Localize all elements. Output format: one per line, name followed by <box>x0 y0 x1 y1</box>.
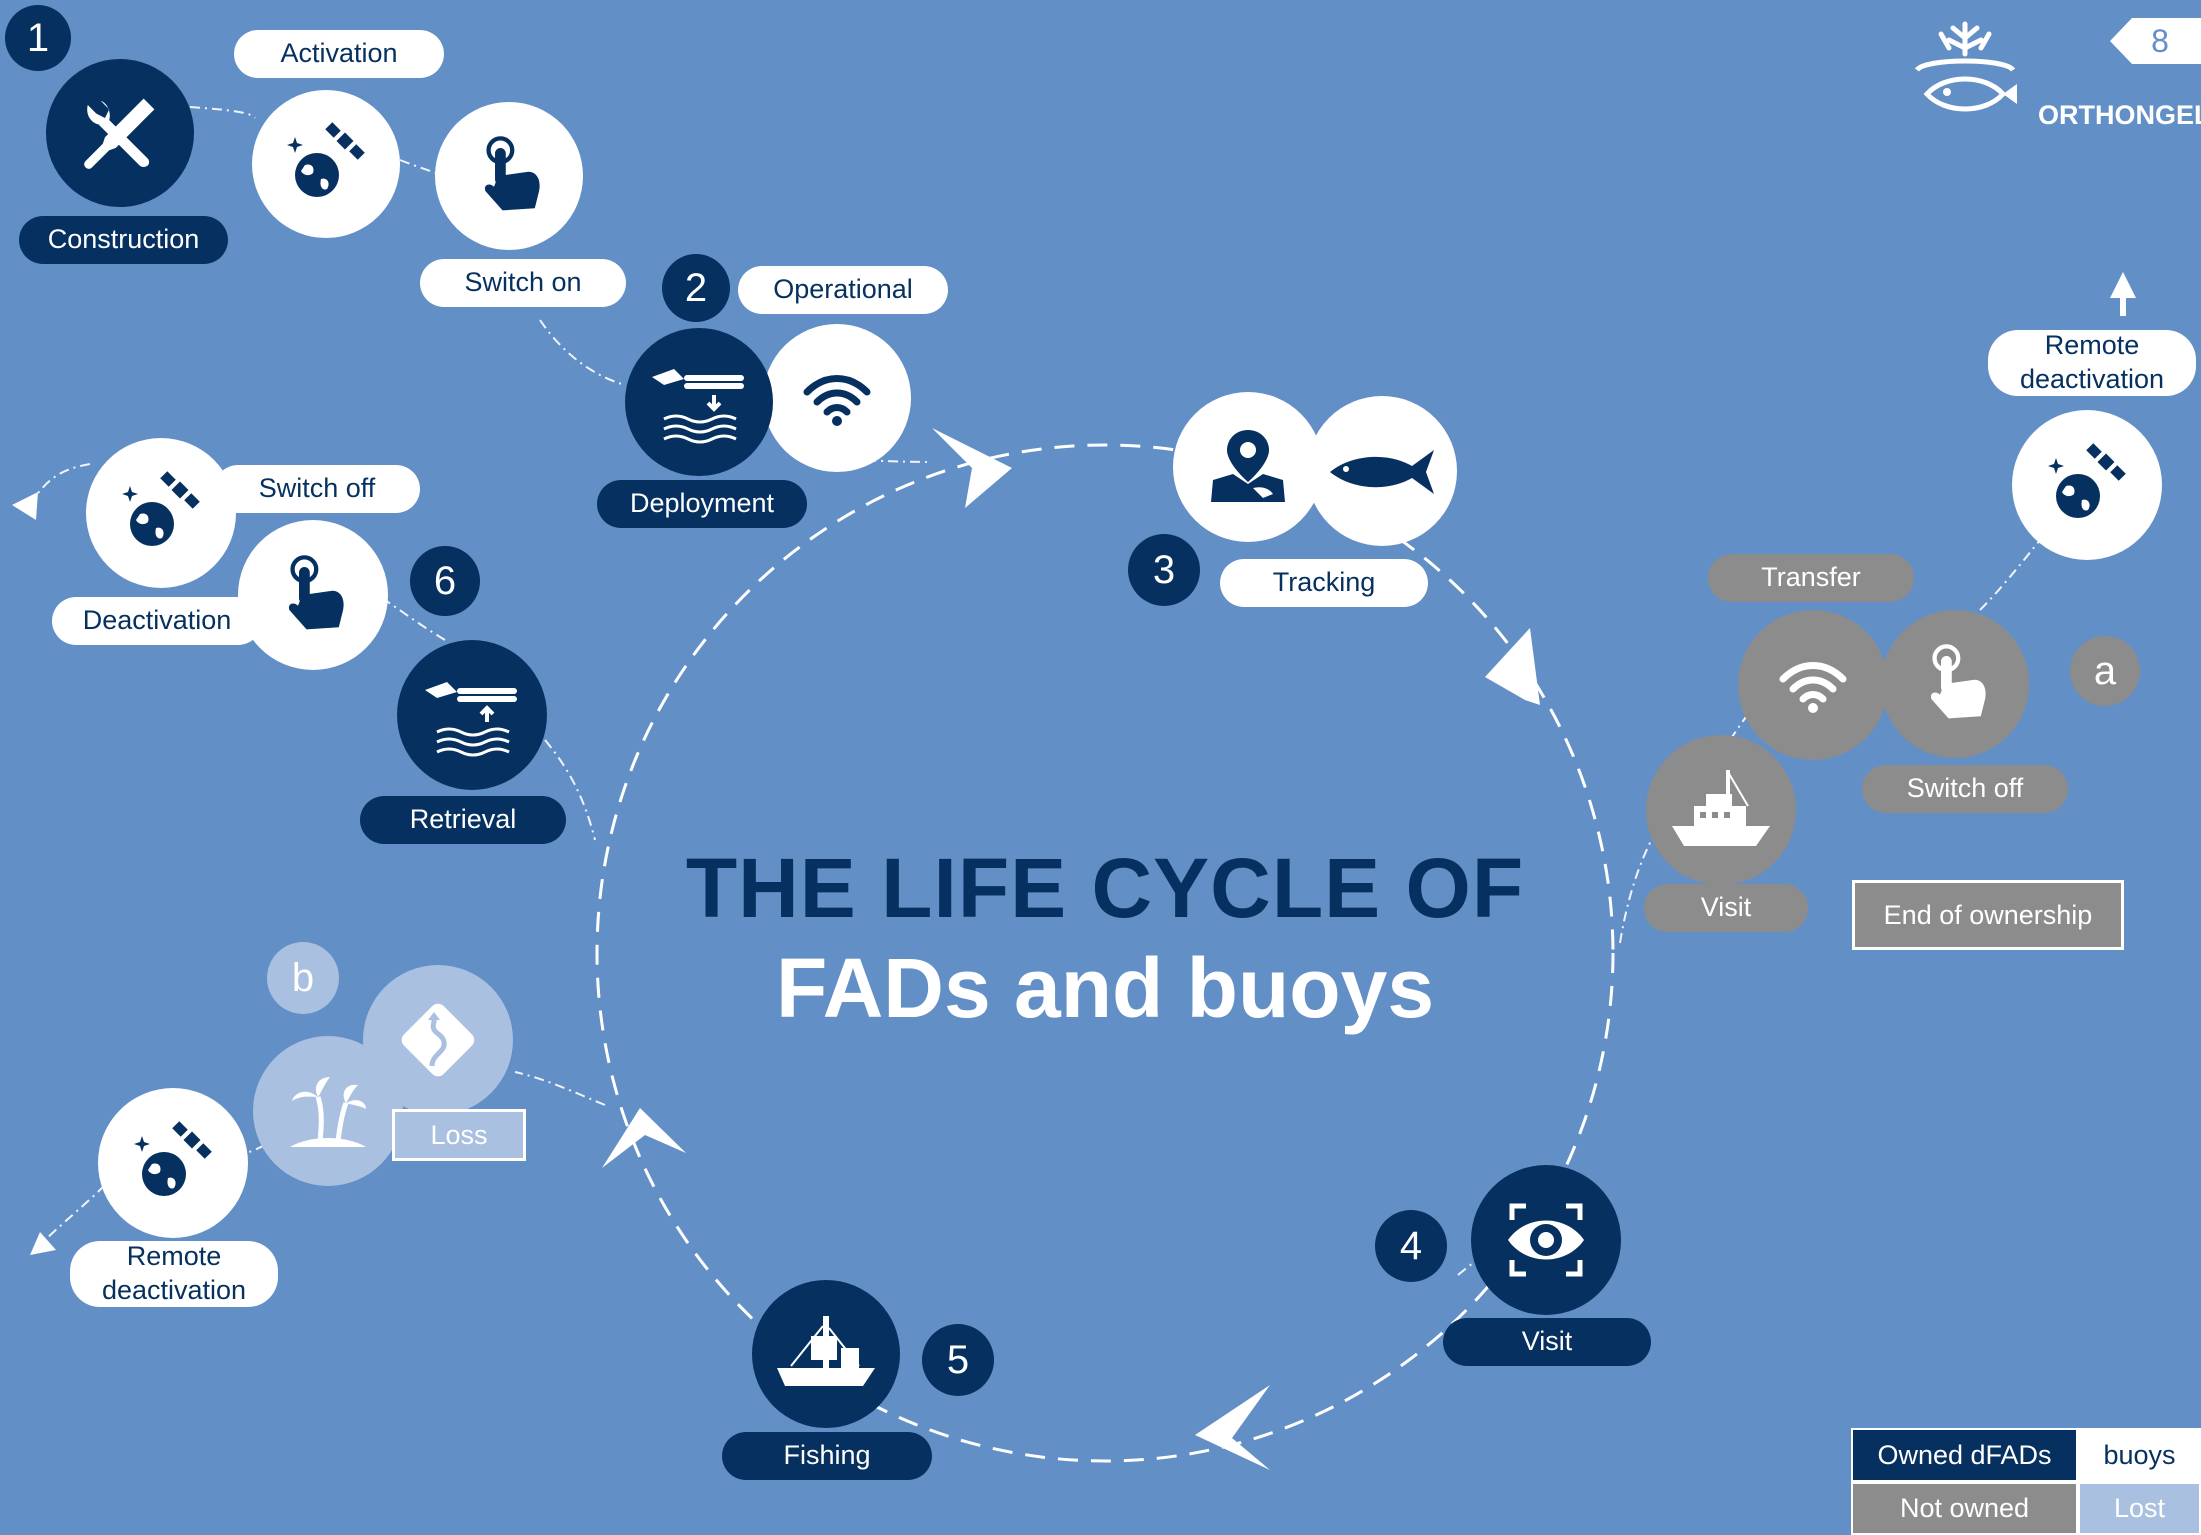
exit-arrow-down-left <box>30 1232 56 1255</box>
legend-buoys: buoys <box>2078 1428 2201 1482</box>
visit-4-label: Visit <box>1443 1318 1651 1366</box>
connector-switch-off-remote <box>1979 539 2041 611</box>
satellite-earth-icon-remote-b <box>98 1088 248 1238</box>
loss-label: Loss <box>392 1109 526 1161</box>
legend-not-owned: Not owned <box>1851 1482 2078 1535</box>
exit-arrow-left <box>12 492 38 520</box>
operational-label: Operational <box>738 266 948 314</box>
remote-deactivation-a-label: Remote deactivation <box>1988 330 2196 396</box>
exit-arrow-up-stem <box>2120 296 2126 316</box>
chevron-arrow-right <box>1485 628 1540 705</box>
connector-switch-on-deployment <box>539 319 626 386</box>
logo-text: ORTHONGEL <box>2038 100 2201 130</box>
construction-label: Construction <box>19 216 228 264</box>
step-3-number: 3 <box>1128 534 1200 606</box>
wifi-icon-transfer <box>1738 610 1888 760</box>
wifi-icon <box>763 324 911 472</box>
satellite-earth-icon <box>252 90 400 238</box>
legend-owned: Owned dFADs <box>1851 1428 2078 1482</box>
title-line-2: FADs and buoys <box>775 941 1435 1035</box>
fad-retrieval-icon <box>397 640 547 790</box>
hand-touch-icon-switch-off <box>1881 610 2029 758</box>
page-badge-number: 8 <box>2151 22 2169 59</box>
life-cycle-ring <box>595 443 1615 1463</box>
step-6-number: 6 <box>410 546 480 616</box>
connector-activation-switch-on <box>399 159 441 176</box>
step-5-number: 5 <box>922 1324 994 1396</box>
fad-deployment-icon <box>625 328 773 476</box>
wrench-screwdriver-icon <box>46 59 194 207</box>
legend-lost: Lost <box>2078 1482 2201 1535</box>
eye-scan-icon <box>1471 1165 1621 1315</box>
boat-icon <box>1646 735 1796 885</box>
satellite-earth-icon-deactivation <box>86 438 236 588</box>
winding-road-sign-icon <box>363 965 513 1115</box>
connector-retrieval-deactivation <box>384 599 446 641</box>
title-line-1: THE LIFE CYCLE OF <box>685 841 1525 935</box>
purse-seiner-icon <box>752 1280 900 1428</box>
retrieval-label: Retrieval <box>360 796 566 844</box>
tracking-label: Tracking <box>1220 559 1428 607</box>
orthongel-logo-icon <box>1914 21 2017 112</box>
chevron-arrow-top <box>932 428 1012 508</box>
chevron-arrow-bottom <box>1195 1385 1270 1470</box>
switch-off-label: Switch off <box>214 465 420 513</box>
step-2-number: 2 <box>662 254 730 322</box>
exit-arrow-up <box>2110 272 2136 298</box>
connector-remote-exit-b <box>39 1184 106 1246</box>
connector-switch-off-exit <box>29 463 91 506</box>
connector-operational-cycle <box>799 457 931 463</box>
tuna-fish-icon <box>1307 396 1457 546</box>
page-badge-shape <box>2110 18 2201 64</box>
activation-label: Activation <box>234 30 444 78</box>
branch-b-letter: b <box>267 942 339 1014</box>
connector-construction-activation <box>189 106 256 119</box>
fishing-label: Fishing <box>722 1432 932 1480</box>
transfer-label: Transfer <box>1708 554 1914 602</box>
deactivation-label: Deactivation <box>52 597 262 645</box>
satellite-earth-icon-remote-a <box>2012 410 2162 560</box>
deployment-label: Deployment <box>597 480 807 528</box>
remote-deactivation-b-label: Remote deactivation <box>70 1241 278 1307</box>
branch-a-letter: a <box>2070 636 2140 706</box>
switch-off-a-label: Switch off <box>1862 765 2068 813</box>
chevron-arrow-left <box>602 1108 686 1168</box>
visit-a-label: Visit <box>1644 884 1808 932</box>
hand-touch-icon <box>435 102 583 250</box>
map-pin-icon <box>1173 392 1323 542</box>
end-of-ownership-label: End of ownership <box>1852 880 2124 950</box>
connector-cycle-loss <box>514 1071 606 1106</box>
hand-touch-icon-deactivation <box>238 520 388 670</box>
switch-on-label: Switch on <box>420 259 626 307</box>
step-4-number: 4 <box>1375 1210 1447 1282</box>
step-1-number: 1 <box>5 5 71 71</box>
